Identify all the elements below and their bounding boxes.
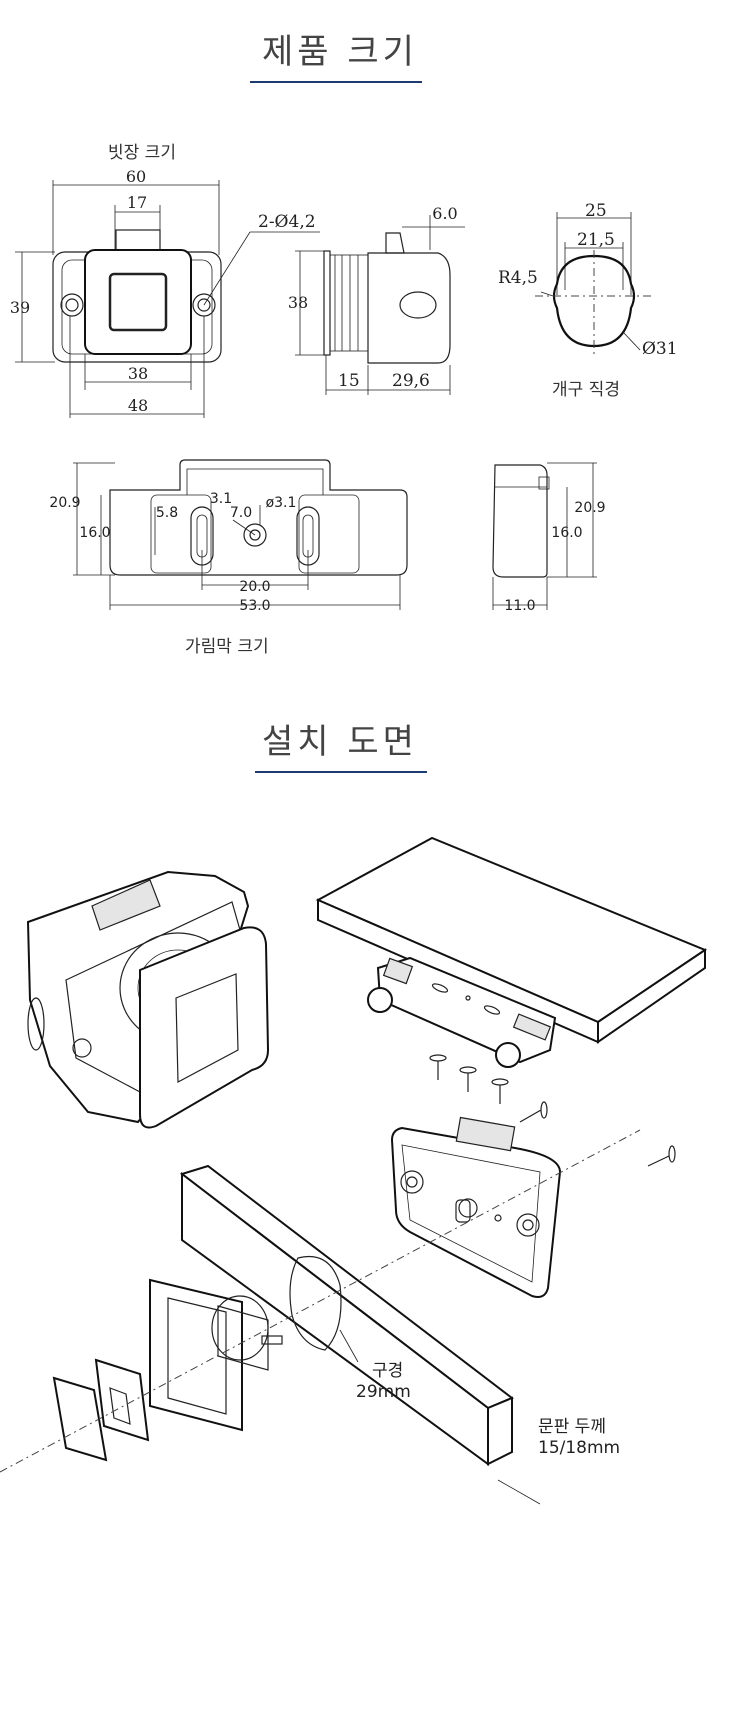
dim-38-front: 38 <box>128 364 148 383</box>
title-underline <box>250 81 422 83</box>
dim-r4-5: R4,5 <box>498 268 538 288</box>
dim-60: 60 <box>126 167 146 186</box>
strike-plate-front: 20.9 16.0 5.8 3.1 7.0 ø3.1 20.0 53.0 <box>49 459 408 614</box>
dim-17: 17 <box>127 193 147 212</box>
strike-plate-side: 20.9 16.0 11.0 <box>492 462 606 614</box>
dim-3-1: 3.1 <box>210 491 232 507</box>
cutout-label: 개구 직경 <box>552 380 620 400</box>
body-size-label: 빗장 크기 <box>108 143 176 163</box>
dim-holes: 2-Ø4,2 <box>258 212 316 232</box>
door-thickness-label-2: 15/18mm <box>538 1438 621 1458</box>
strike-size-label: 가림막 크기 <box>185 637 269 657</box>
dim-side-11-0: 11.0 <box>504 598 535 614</box>
lock-front-view: 60 17 39 38 48 <box>10 167 320 418</box>
hole-label-2: 29mm <box>356 1382 411 1402</box>
dim-20-0: 20.0 <box>239 579 270 595</box>
installation-exploded-view <box>0 836 708 1505</box>
dim-side-16-0: 16.0 <box>551 525 582 541</box>
dim-5-8: 5.8 <box>156 505 178 521</box>
dim-6: 6.0 <box>432 204 457 223</box>
dim-20-9: 20.9 <box>49 495 80 511</box>
dim-side-20-9: 20.9 <box>574 500 605 516</box>
dim-48: 48 <box>128 396 148 415</box>
dim-7-0: 7.0 <box>230 505 252 521</box>
dim-15: 15 <box>338 371 360 391</box>
dim-hole: ø3.1 <box>266 495 297 511</box>
section-title-product-size: 제품 크기 <box>262 32 418 72</box>
dim-29-6: 29,6 <box>392 371 430 391</box>
door-thickness-label-1: 문판 두께 <box>538 1417 606 1437</box>
dim-39: 39 <box>10 298 30 317</box>
section-title-installation: 설치 도면 <box>262 722 418 762</box>
dim-38-side: 38 <box>288 293 308 312</box>
dim-21-5: 21,5 <box>577 230 615 250</box>
dim-d31: Ø31 <box>642 339 678 359</box>
lock-side-view: 6.0 38 <box>288 204 465 395</box>
hole-label-1: 구경 <box>372 1361 404 1381</box>
title-underline-2 <box>255 771 427 773</box>
dim-25: 25 <box>585 201 607 221</box>
cutout-diagram <box>535 212 655 355</box>
dim-53-0: 53.0 <box>239 598 270 614</box>
dim-16-0: 16.0 <box>79 525 110 541</box>
